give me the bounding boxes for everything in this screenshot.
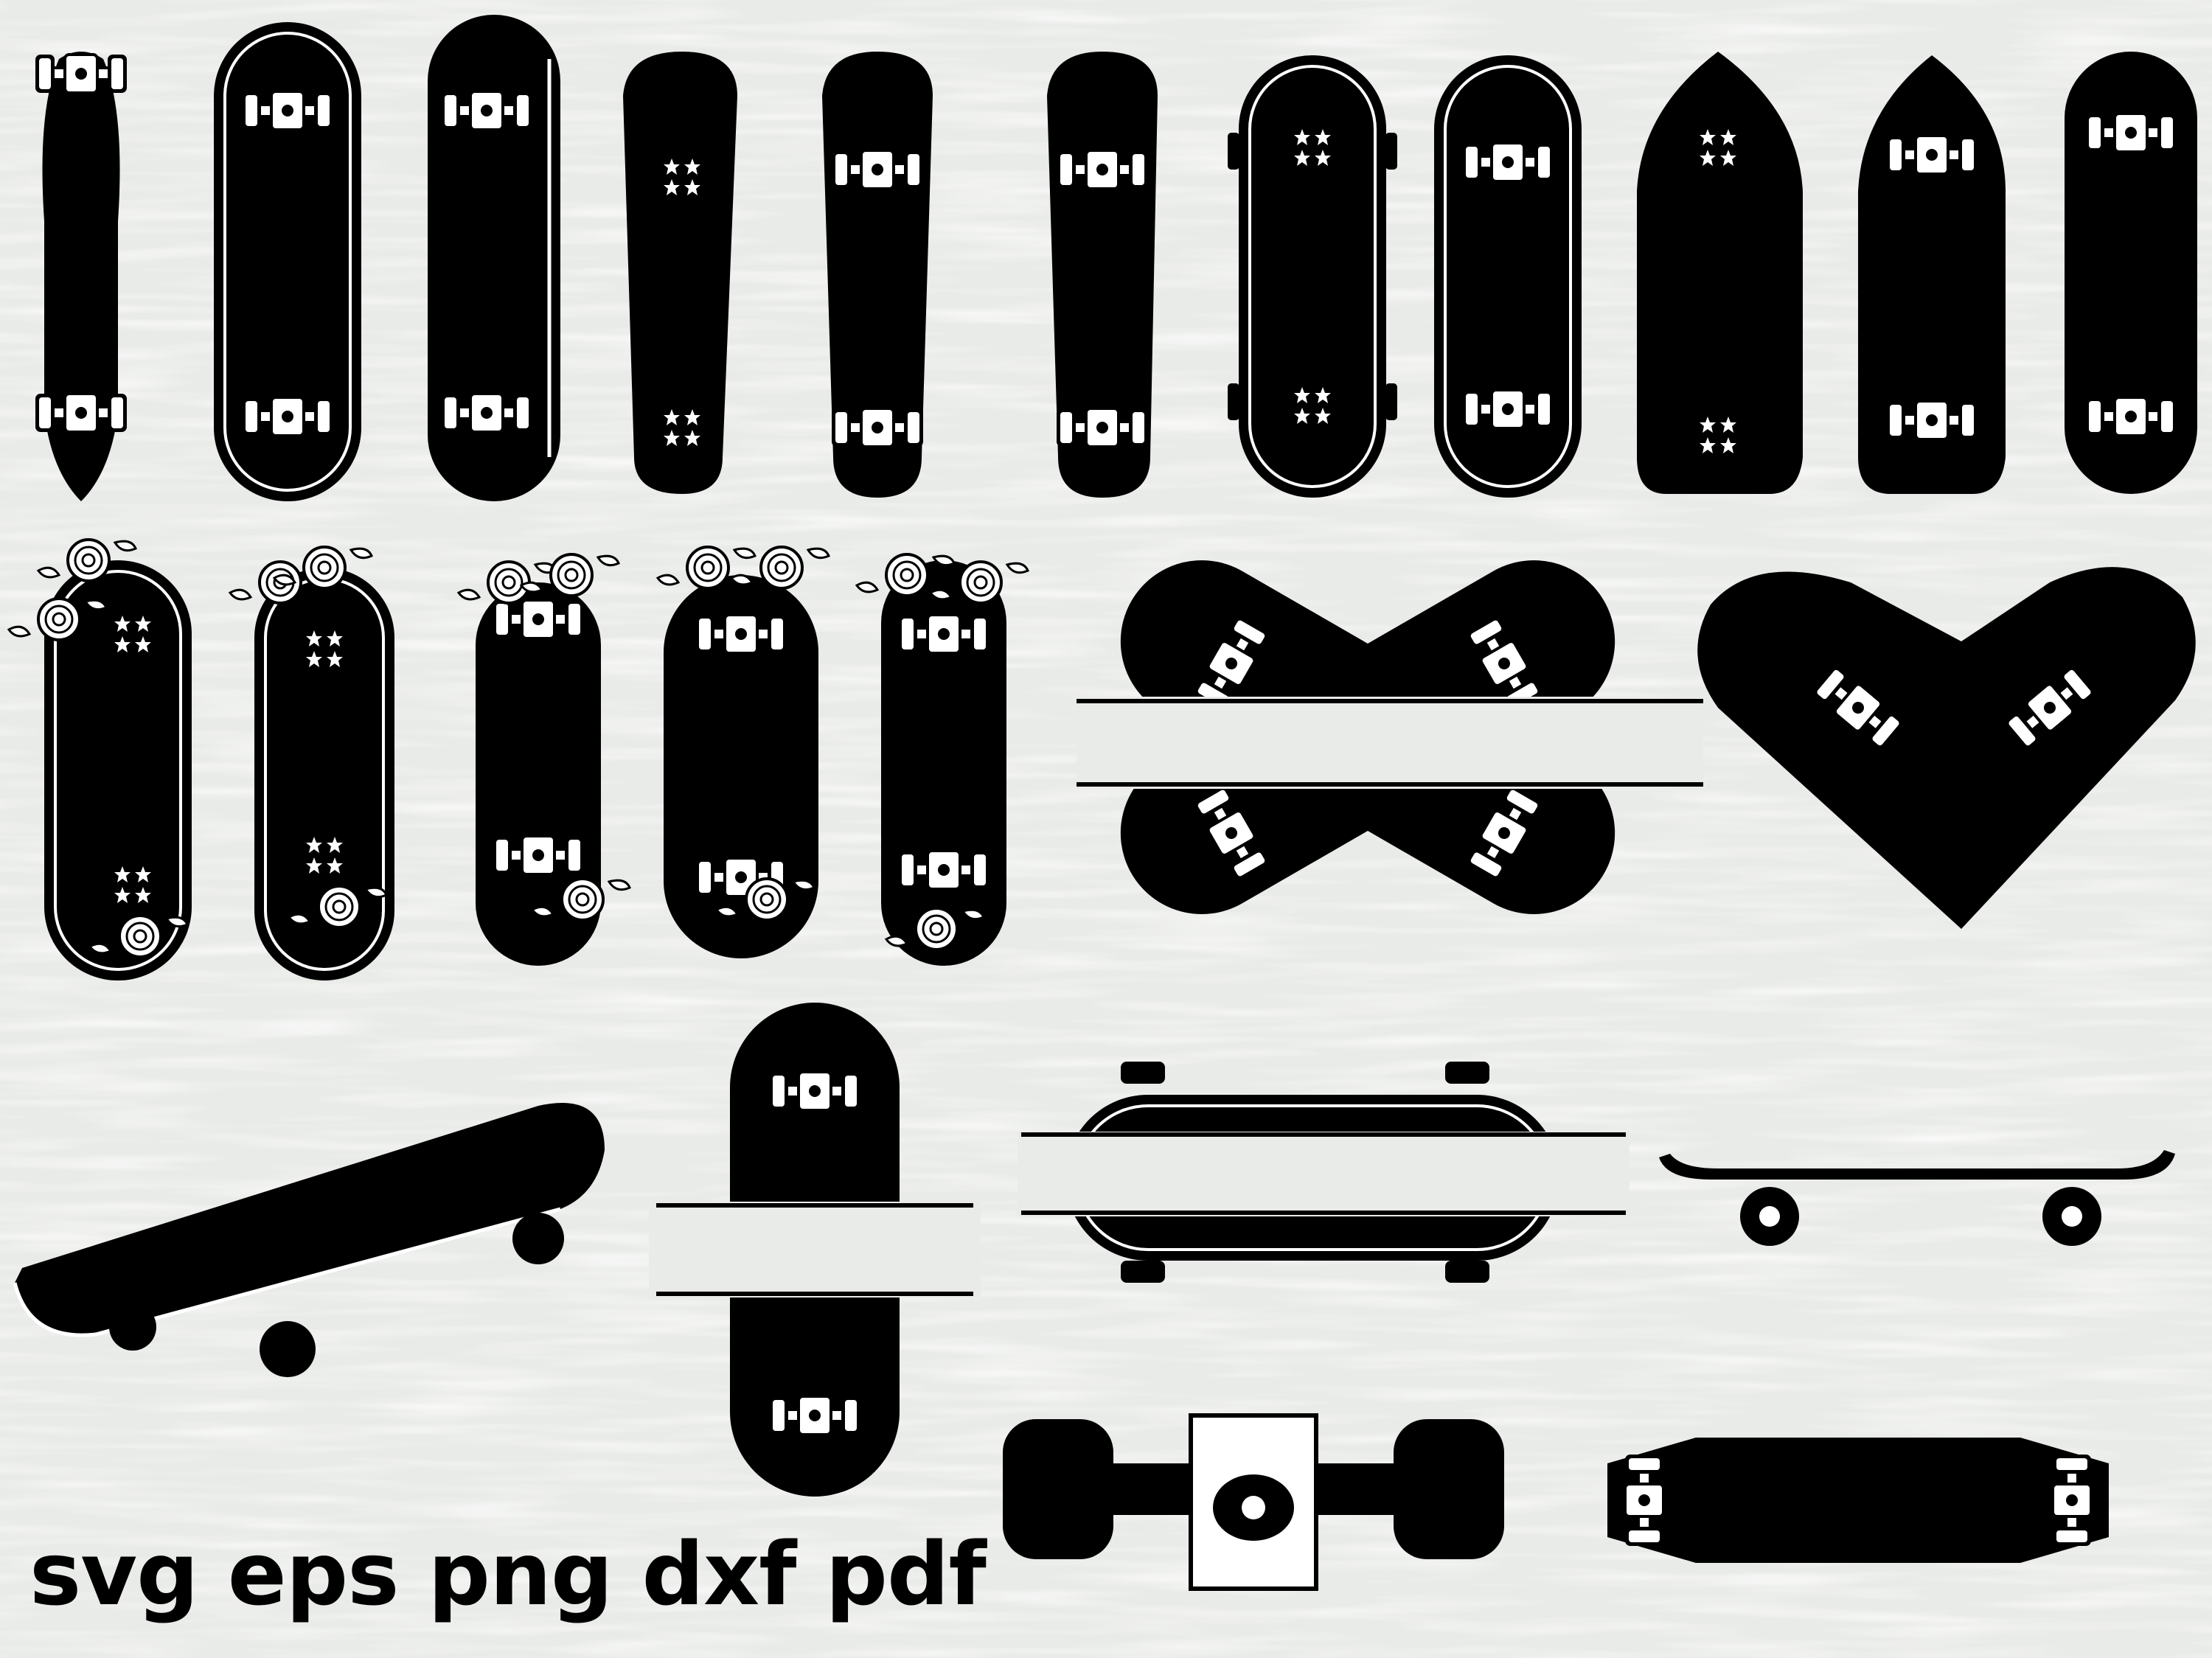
floral-board-4 [656, 546, 830, 958]
split-board-vertical [649, 1003, 981, 1497]
split-board-horizontal [1018, 1062, 1630, 1283]
board-6 [1047, 52, 1158, 498]
board-1 [34, 52, 128, 501]
truck-large [1003, 1413, 1504, 1591]
file-formats-label: svg eps png dxf pdf [29, 1523, 987, 1625]
floral-board-2 [229, 546, 394, 980]
board-11 [2065, 52, 2197, 494]
crossed-boards [1077, 560, 1703, 914]
floral-board-1 [7, 538, 192, 980]
board-10 [1858, 55, 2006, 494]
floral-board-5 [855, 553, 1029, 966]
board-5 [822, 52, 933, 498]
board-2 [214, 22, 361, 501]
board-8 [1434, 55, 1582, 498]
heart-boards [1697, 567, 2196, 929]
board-4 [623, 52, 737, 494]
board-3 [428, 15, 560, 501]
longboard-horizontal [1607, 1438, 2109, 1563]
board-7 [1228, 55, 1397, 498]
board-9 [1637, 52, 1803, 494]
floral-board-3 [457, 553, 631, 966]
perspective-board [13, 1103, 605, 1377]
side-view-board [1659, 1150, 2175, 1246]
